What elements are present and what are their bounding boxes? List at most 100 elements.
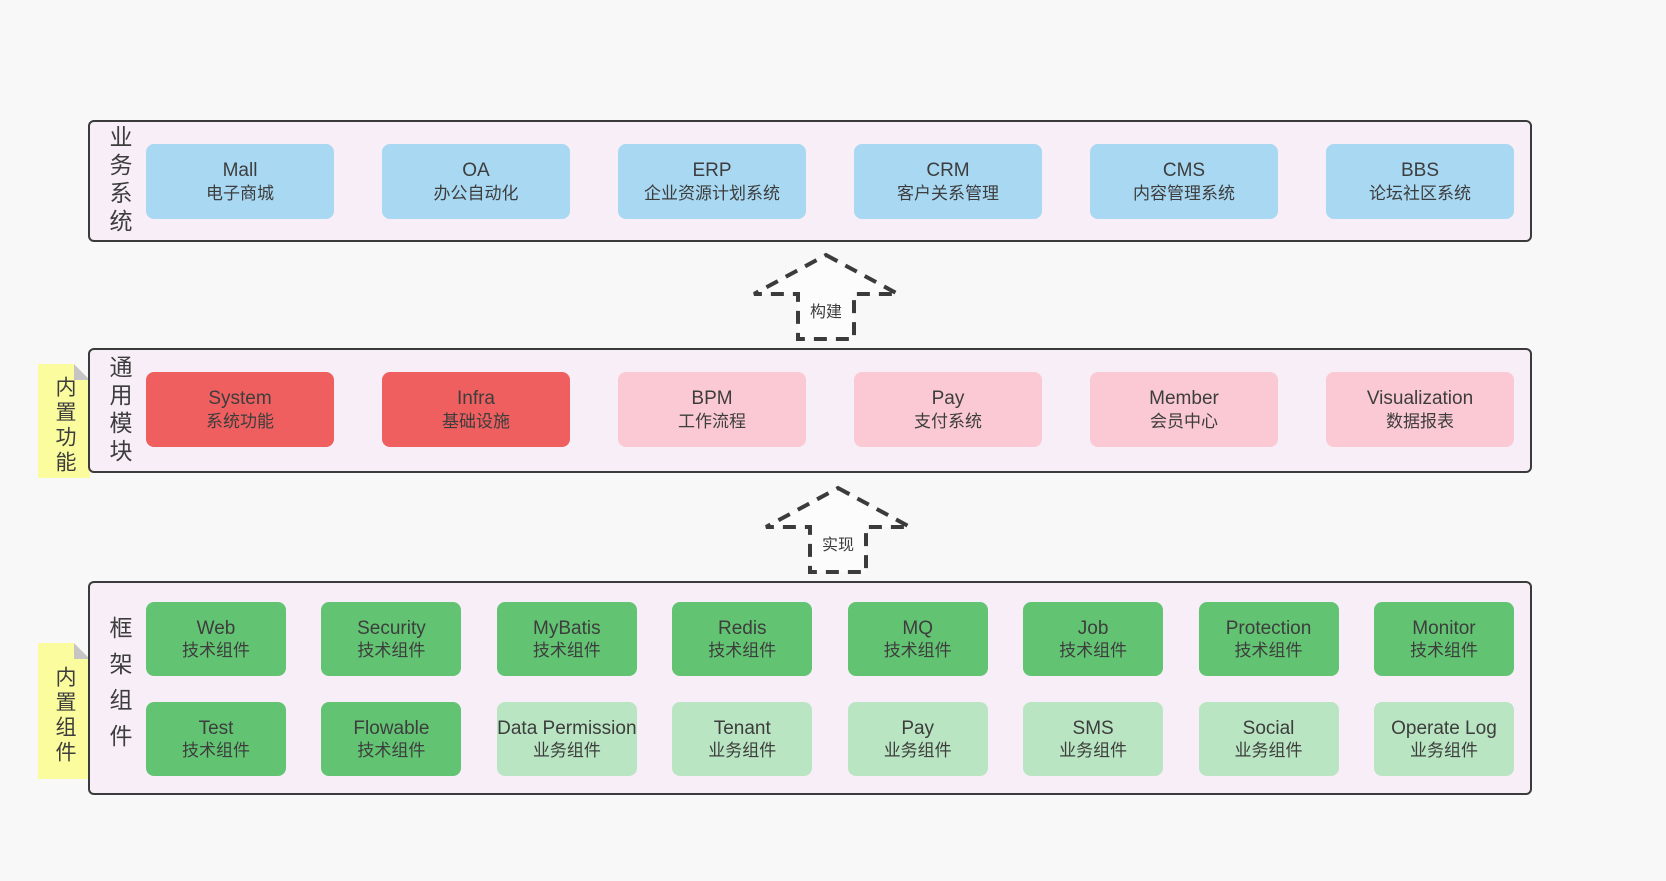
module-box-subtitle: 支付系统 [914, 411, 982, 431]
module-box-subtitle: 内容管理系统 [1133, 183, 1235, 203]
module-box-subtitle: 数据报表 [1386, 411, 1454, 431]
module-box-title: BPM [691, 388, 733, 409]
up-arrow-icon [753, 252, 899, 341]
module-box-subtitle: 技术组件 [1059, 641, 1128, 661]
module-box-title: Visualization [1366, 388, 1474, 409]
built-in-features-sticky-label: 内置功能 [53, 376, 76, 476]
module-box-subtitle: 业务组件 [1059, 741, 1128, 761]
module-box-title: Test [198, 717, 234, 739]
common-modules-label: 通用模块 [106, 354, 132, 467]
build-arrow: 构建 [751, 252, 901, 342]
module-box-title: Pay [931, 388, 965, 409]
module-box-title: Data Permission [497, 717, 637, 739]
module-box-title: System [208, 388, 272, 409]
module-box-subtitle: 技术组件 [182, 641, 250, 661]
built-in-features-sticky-note: 内置功能 [38, 364, 90, 478]
module-box-title: SMS [1072, 717, 1114, 739]
module-box-subtitle: 技术组件 [357, 641, 426, 661]
module-box-subtitle: 客户关系管理 [897, 183, 999, 203]
module-box-subtitle: 论坛社区系统 [1369, 183, 1471, 203]
module-box-title: Member [1149, 388, 1219, 409]
module-box-subtitle: 技术组件 [883, 641, 952, 661]
up-arrow-icon [765, 485, 911, 574]
module-box-title: Operate Log [1391, 717, 1497, 739]
module-box-title: Protection [1225, 617, 1312, 639]
module-box-title: Tenant [713, 717, 771, 739]
module-box-title: Social [1242, 717, 1295, 739]
module-box-title: ERP [692, 160, 732, 181]
module-box-subtitle: 企业资源计划系统 [644, 183, 780, 203]
module-box-title: OA [462, 160, 490, 181]
module-box-title: Flowable [353, 717, 430, 739]
module-box-title: Infra [456, 388, 496, 409]
module-box-title: MQ [902, 617, 933, 639]
module-box-title: Mall [222, 160, 258, 181]
module-box-subtitle: 会员中心 [1150, 411, 1218, 431]
module-box-subtitle: 办公自动化 [433, 183, 519, 203]
module-box-subtitle: 业务组件 [1234, 741, 1303, 761]
module-box-title: Web [196, 617, 236, 639]
business-systems-label: 业务系统 [106, 125, 132, 237]
built-in-components-sticky-label: 内置组件 [53, 666, 76, 766]
module-box-subtitle: 业务组件 [883, 741, 952, 761]
module-box-title: Job [1077, 617, 1109, 639]
built-in-components-sticky-note: 内置组件 [38, 643, 90, 779]
module-box-subtitle: 业务组件 [1409, 741, 1478, 761]
implement-arrow: 实现 [763, 485, 913, 575]
module-box-subtitle: 技术组件 [1409, 641, 1478, 661]
module-box-title: Monitor [1412, 617, 1476, 639]
module-box-title: MyBatis [533, 617, 601, 639]
module-box-title: Security [357, 617, 426, 639]
module-box-subtitle: 系统功能 [206, 411, 274, 431]
module-box-subtitle: 技术组件 [532, 641, 601, 661]
implement-arrow-label: 实现 [819, 531, 857, 555]
build-arrow-label: 构建 [807, 298, 845, 322]
module-box-subtitle: 技术组件 [357, 741, 426, 761]
module-box-subtitle: 技术组件 [182, 741, 250, 761]
module-box-subtitle: 电子商城 [206, 183, 274, 203]
framework-components-label: 框架组件 [106, 616, 132, 760]
module-box-subtitle: 业务组件 [708, 741, 777, 761]
module-box-title: BBS [1400, 160, 1440, 181]
module-box-subtitle: 工作流程 [678, 411, 746, 431]
module-box-subtitle: 基础设施 [442, 411, 510, 431]
module-box-subtitle: 业务组件 [532, 741, 601, 761]
module-box-subtitle: 技术组件 [708, 641, 777, 661]
module-box-subtitle: 技术组件 [1234, 641, 1303, 661]
